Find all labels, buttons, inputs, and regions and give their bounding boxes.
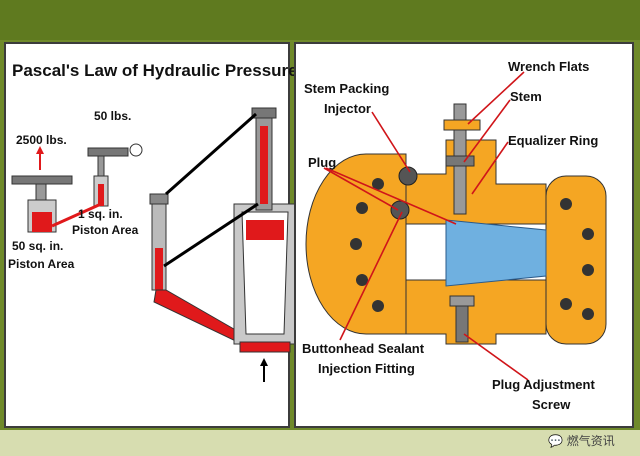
label-buttonhead-sealant: Buttonhead Sealant [302, 341, 425, 356]
large-piston-assembly [11, 175, 73, 233]
slide-top-band [0, 0, 640, 40]
label-stem: Stem [510, 89, 542, 104]
watermark-text: 燃气资讯 [566, 434, 615, 448]
slide-bottom-band [0, 430, 640, 456]
wechat-icon: 💬 [548, 434, 563, 448]
label-plug-adjustment: Plug Adjustment [492, 377, 595, 392]
label-equalizer-ring: Equalizer Ring [508, 133, 599, 148]
plug-valve-panel: Wrench Flats Stem Packing Injector Stem … [294, 42, 634, 428]
label-50-lbs: 50 lbs. [94, 109, 132, 123]
hydraulic-jack [149, 107, 297, 353]
plug-valve-cutaway [305, 71, 607, 381]
right-flange [545, 175, 607, 345]
label-screw: Screw [532, 397, 571, 412]
panel-title: Pascal's Law of Hydraulic Pressure [12, 61, 298, 80]
label-plug: Plug [308, 155, 337, 170]
small-piston-assembly [87, 143, 143, 207]
label-injection-fitting: Injection Fitting [318, 361, 415, 376]
label-stem-packing: Stem Packing [304, 81, 390, 96]
left-flange [305, 153, 407, 335]
label-50-sq-in: 50 sq. in. [12, 239, 64, 253]
label-wrench-flats: Wrench Flats [508, 59, 590, 74]
label-injector: Injector [324, 101, 371, 116]
label-piston-area-large: Piston Area [8, 257, 75, 271]
pascal-law-panel: Pascal's Law of Hydraulic Pressure [4, 42, 298, 428]
label-piston-area-small: Piston Area [72, 223, 139, 237]
watermark: 💬 燃气资讯 [548, 432, 615, 449]
label-2500-lbs: 2500 lbs. [16, 133, 67, 147]
hydraulic-press-illustration [11, 107, 297, 382]
label-1-sq-in: 1 sq. in. [78, 207, 123, 221]
plug-shape [445, 219, 547, 287]
